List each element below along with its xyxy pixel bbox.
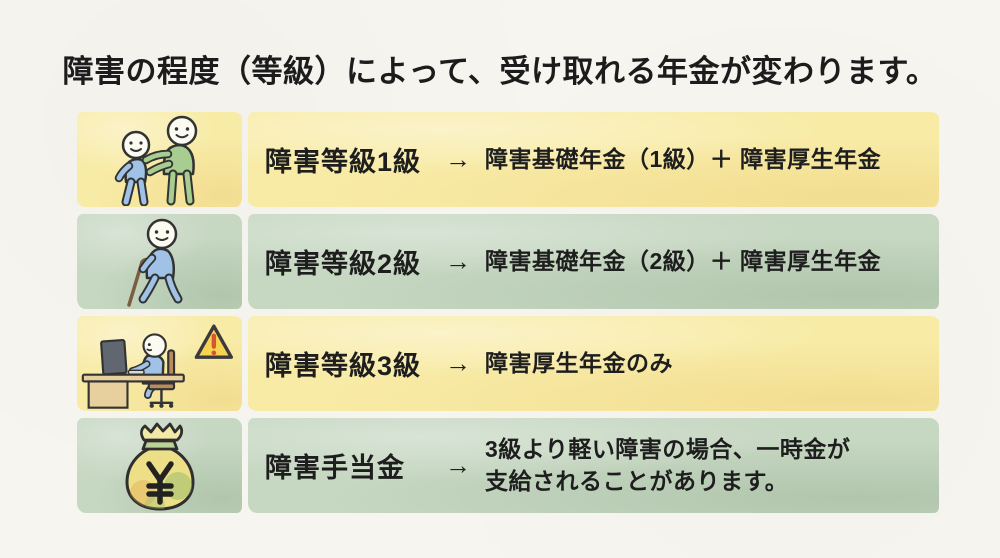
icon-cell-grade1 xyxy=(77,112,242,207)
page-title: 障害の程度（等級）によって、受け取れる年金が変わります。 xyxy=(62,54,938,89)
content-cell-allowance: 障害手当金 → 3級より軽い障害の場合、一時金が 支給されることがあります。 xyxy=(248,418,939,513)
arrow-glyph: → xyxy=(445,246,471,276)
content-cell-grade2: 障害等級2級 → 障害基礎年金（2級）＋ 障害厚生年金 xyxy=(248,214,939,309)
content-cell-grade3: 障害等級3級 → 障害厚生年金のみ xyxy=(248,316,939,411)
arrow-glyph: → xyxy=(445,144,471,174)
arrow-glyph: → xyxy=(445,450,471,480)
row-value: 障害基礎年金（2級）＋ 障害厚生年金 xyxy=(485,247,882,274)
money-bag-yen-icon xyxy=(124,422,195,511)
arrow-glyph: → xyxy=(445,348,471,378)
caregiver-support-icon xyxy=(114,115,197,206)
row-label: 障害等級2級 xyxy=(265,249,422,279)
row-label: 障害手当金 xyxy=(265,453,405,483)
table-row-grade1: 障害等級1級 → 障害基礎年金（1級）＋ 障害厚生年金 xyxy=(77,112,939,207)
yen-symbol xyxy=(145,460,174,505)
row-value: 3級より軽い障害の場合、一時金が 支給されることがあります。 xyxy=(485,436,851,494)
icon-cell-grade2 xyxy=(77,214,242,309)
row-value: 障害厚生年金のみ xyxy=(485,349,673,376)
row-label: 障害等級3級 xyxy=(265,351,422,381)
table-row-grade2: 障害等級2級 → 障害基礎年金（2級）＋ 障害厚生年金 xyxy=(77,214,939,309)
icon-cell-allowance xyxy=(77,418,242,513)
table-row-allowance: 障害手当金 → 3級より軽い障害の場合、一時金が 支給されることがあります。 xyxy=(77,418,939,513)
table-row-grade3: 障害等級3級 → 障害厚生年金のみ xyxy=(77,316,939,411)
pension-grade-table: 障害等級1級 → 障害基礎年金（1級）＋ 障害厚生年金 xyxy=(77,112,939,520)
desk-computer-warning-icon xyxy=(81,323,234,409)
row-value: 障害基礎年金（1級）＋ 障害厚生年金 xyxy=(485,145,882,172)
row-label: 障害等級1級 xyxy=(265,147,422,177)
walking-cane-icon xyxy=(126,218,182,307)
icon-cell-grade3 xyxy=(77,316,242,411)
content-cell-grade1: 障害等級1級 → 障害基礎年金（1級）＋ 障害厚生年金 xyxy=(248,112,939,207)
